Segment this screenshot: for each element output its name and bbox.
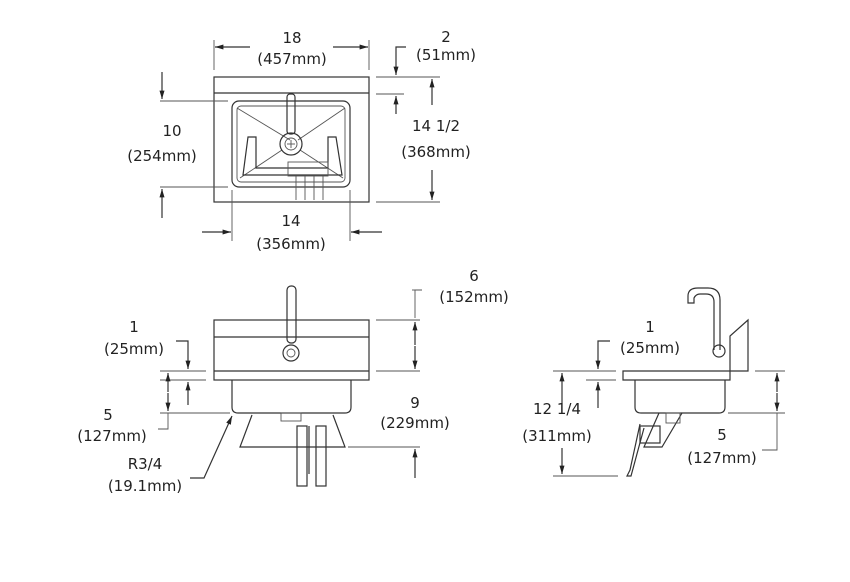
top-view: 18 (457mm) 2 (51mm) 14 1/2 (368mm) 10 (2… xyxy=(127,28,476,253)
splash-height-mm: (152mm) xyxy=(439,288,509,306)
front-view: 6 (152mm) 9 (229mm) 1 (25mm) 5 (127mm) R… xyxy=(77,267,509,495)
front-overall-mm: (229mm) xyxy=(380,414,450,432)
bowl-width-in: 14 xyxy=(281,212,300,230)
front-rim-in: 1 xyxy=(129,318,139,336)
side-overall-mm: (311mm) xyxy=(522,427,592,445)
front-bowl-in: 5 xyxy=(103,406,113,424)
side-view-bowl xyxy=(634,380,726,414)
front-overall-in: 9 xyxy=(410,394,420,412)
top-view-outline xyxy=(213,76,370,203)
top-width-in: 18 xyxy=(282,29,301,47)
side-overall-in: 12 1/4 xyxy=(533,400,581,418)
depth-in: 14 1/2 xyxy=(412,117,460,135)
corner-radius-mm: (19.1mm) xyxy=(108,477,182,495)
bowl-width-mm: (356mm) xyxy=(256,235,326,253)
faucet-side xyxy=(687,287,721,350)
side-rim-in: 1 xyxy=(645,318,655,336)
corner-radius-in: R3/4 xyxy=(128,455,163,473)
faucet-top xyxy=(286,93,296,135)
drain-top xyxy=(279,132,303,156)
front-rim-mm: (25mm) xyxy=(104,340,164,358)
top-view-bowl xyxy=(231,100,351,188)
top-width-mm: (457mm) xyxy=(257,50,327,68)
front-bowl-mm: (127mm) xyxy=(77,427,147,445)
faucet-front xyxy=(286,285,297,344)
splash-height-in: 6 xyxy=(469,267,479,285)
side-rim-mm: (25mm) xyxy=(620,339,680,357)
front-view-bowl xyxy=(231,380,352,414)
side-bowl-in: 5 xyxy=(717,426,727,444)
side-bowl-mm: (127mm) xyxy=(687,449,757,467)
depth-mm: (368mm) xyxy=(401,143,471,161)
bowl-depth-mm: (254mm) xyxy=(127,147,197,165)
side-view: 1 (25mm) 12 1/4 (311mm) 5 (127mm) xyxy=(522,287,785,477)
front-view-backsplash xyxy=(213,319,370,381)
backsplash-in: 2 xyxy=(441,28,451,46)
backsplash-mm: (51mm) xyxy=(416,46,476,64)
bowl-depth-in: 10 xyxy=(162,122,181,140)
side-view-deck xyxy=(622,318,749,381)
